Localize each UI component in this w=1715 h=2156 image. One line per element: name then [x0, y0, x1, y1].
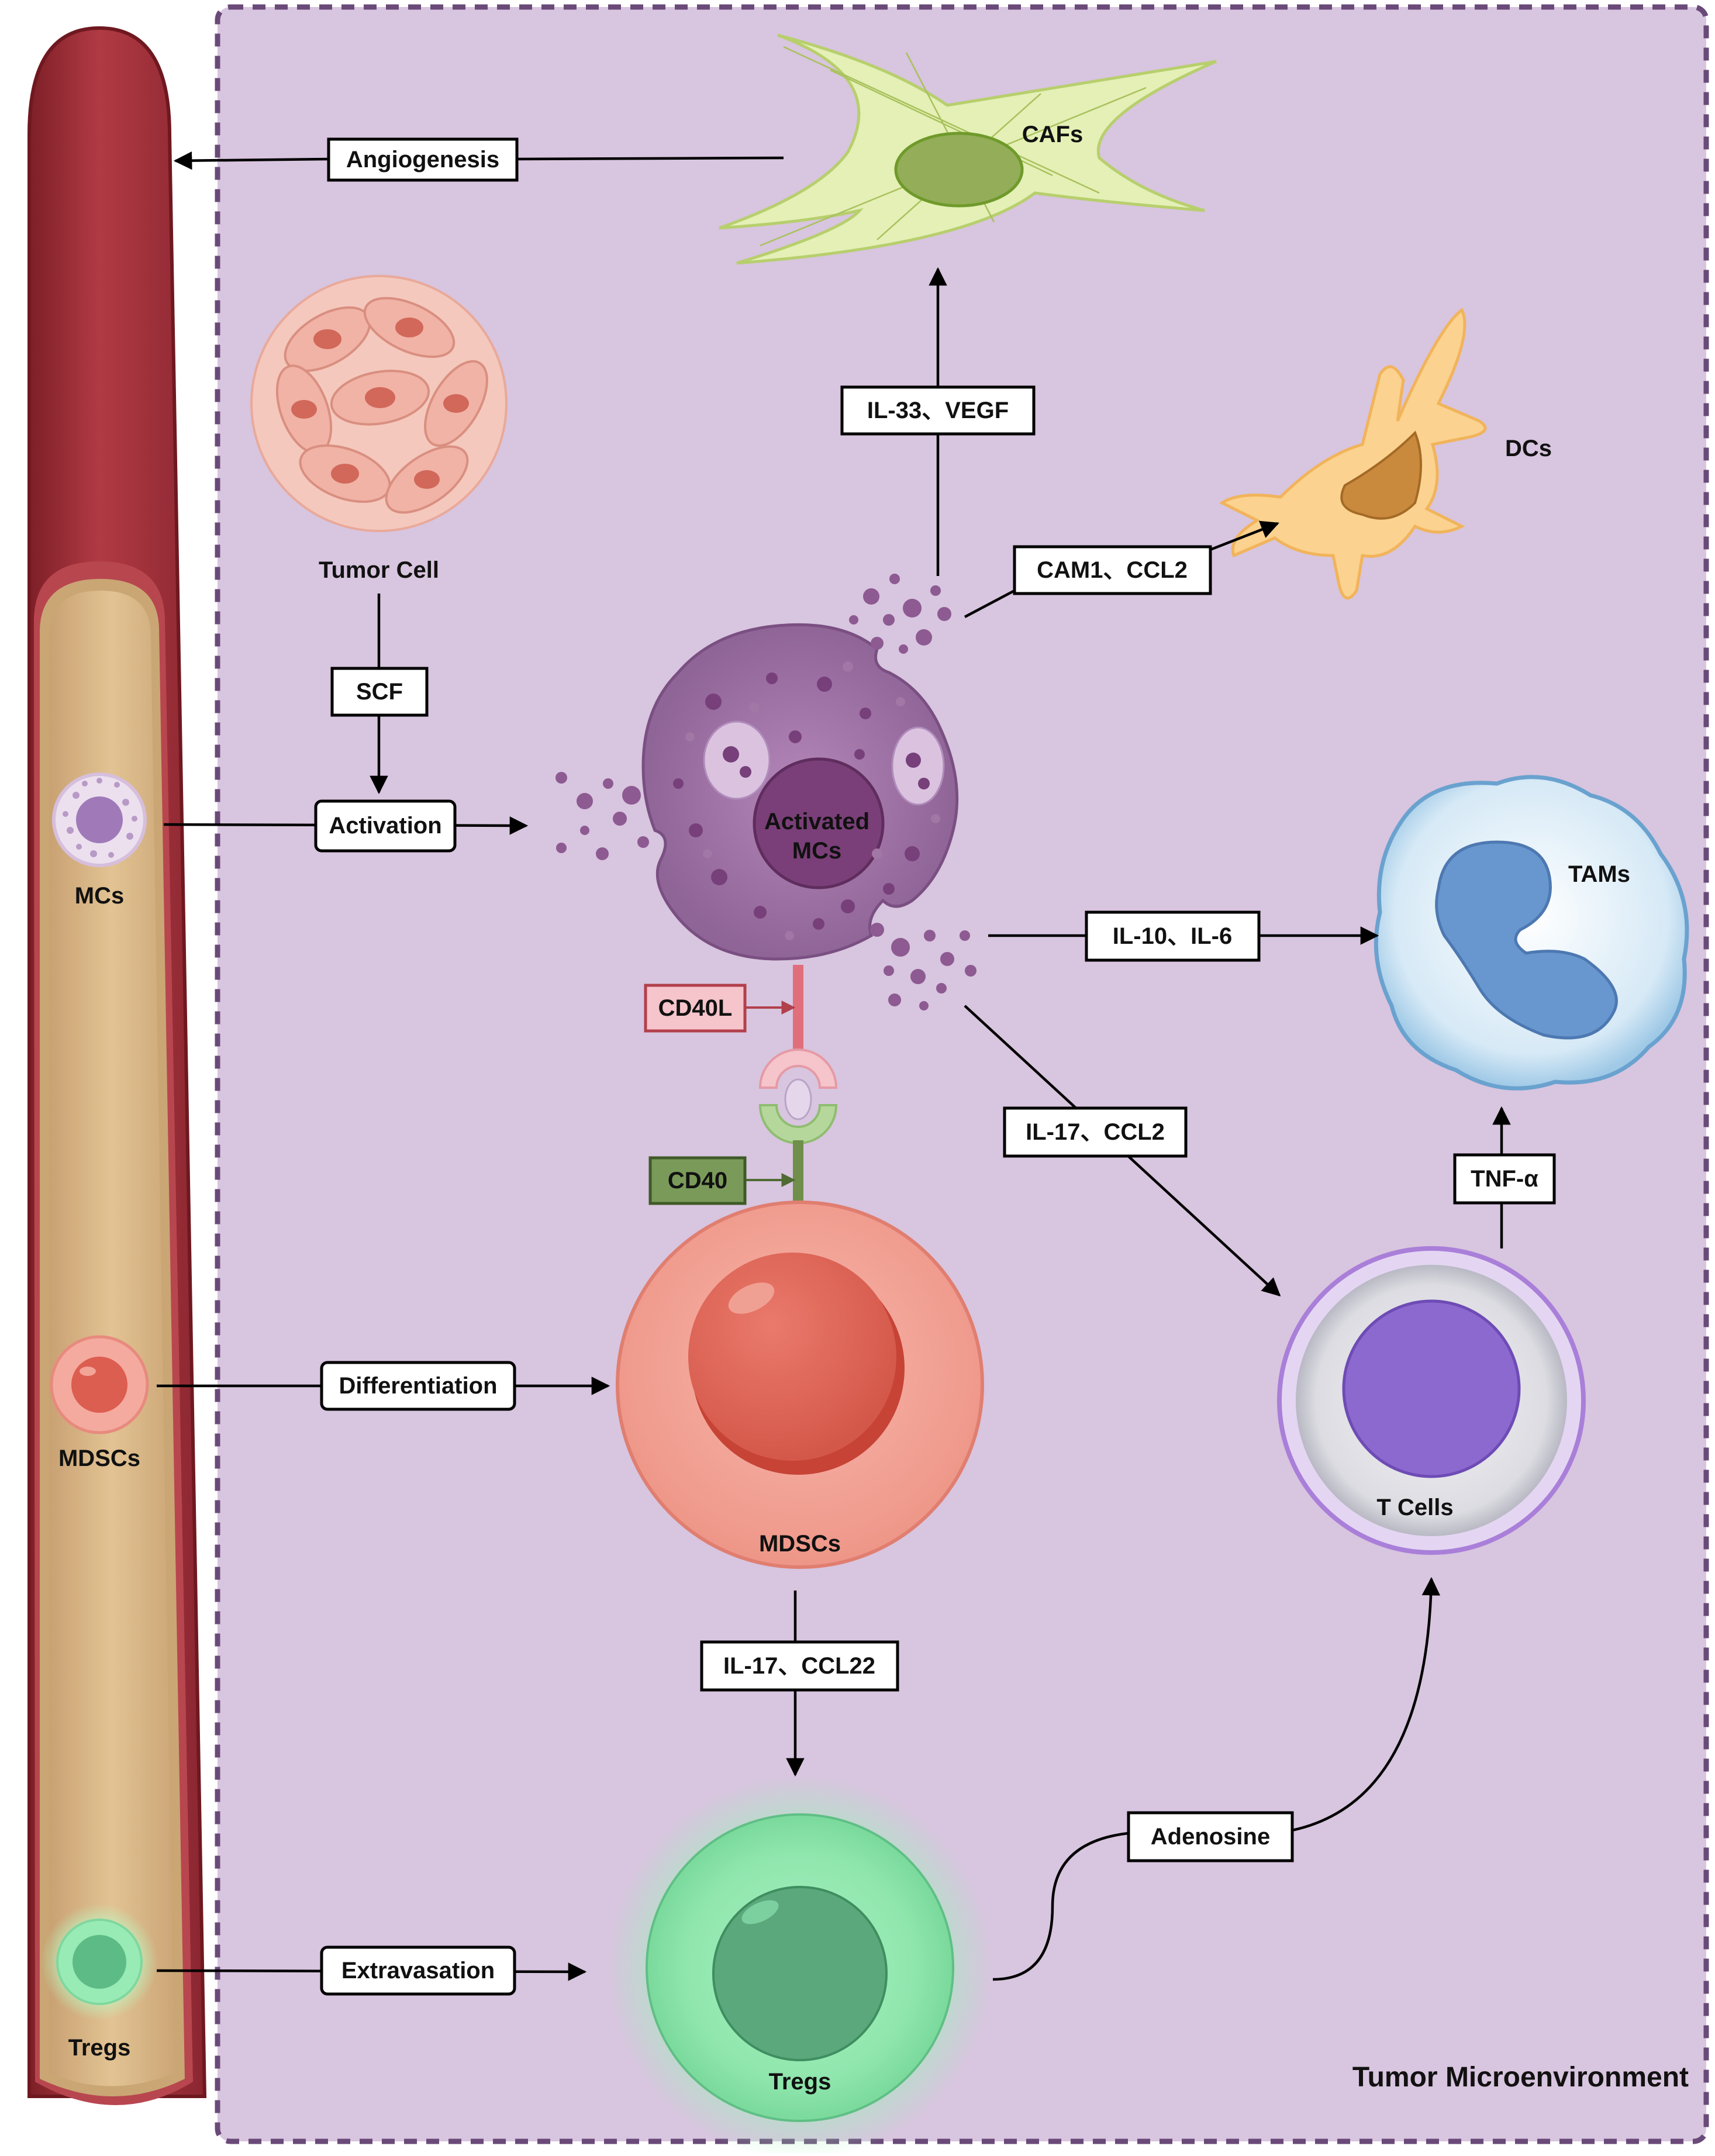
tumor-cell-label: Tumor Cell [319, 557, 439, 583]
svg-text:SCF: SCF [356, 679, 403, 705]
tumor-cell-cluster [250, 275, 508, 532]
svg-text:Differentiation: Differentiation [339, 1373, 497, 1399]
svg-text:IL-17、CCL2: IL-17、CCL2 [1026, 1119, 1165, 1145]
label-cd40l: CD40L [644, 984, 747, 1033]
svg-text:CD40L: CD40L [658, 995, 733, 1021]
granules-right [870, 923, 976, 1010]
vessel-mdsc-cell [50, 1335, 149, 1434]
label-il17-ccl2: IL-17、CCL2 [1003, 1106, 1188, 1158]
t-cell [1277, 1246, 1586, 1555]
svg-text:IL-10、IL-6: IL-10、IL-6 [1113, 923, 1232, 949]
mdsc-label: MDSCs [759, 1531, 841, 1557]
svg-text:Adenosine: Adenosine [1151, 1824, 1270, 1850]
svg-text:TNF-α: TNF-α [1471, 1166, 1538, 1192]
svg-text:CD40: CD40 [668, 1168, 727, 1193]
svg-text:Extravasation: Extravasation [341, 1958, 495, 1983]
arrow-adenosine [992, 1577, 1441, 1981]
tam-label: TAMs [1568, 861, 1630, 887]
vessel-mc-cell [52, 772, 147, 867]
label-tnf-alpha: TNF-α [1453, 1153, 1556, 1205]
treg-label: Tregs [769, 2069, 831, 2095]
tme-label: Tumor Microenvironment [1352, 2062, 1689, 2093]
granules-left [555, 772, 649, 860]
svg-text:CAM1、CCL2: CAM1、CCL2 [1037, 557, 1188, 583]
vessel-mc-label: MCs [75, 883, 124, 909]
label-il17-ccl22: IL-17、CCL22 [700, 1640, 899, 1692]
label-cam1-ccl2: CAM1、CCL2 [1013, 545, 1212, 595]
vessel-treg-label: Tregs [68, 2035, 131, 2061]
vessel-treg-cell [41, 1903, 158, 2020]
vessel-mdsc-label: MDSCs [58, 1446, 140, 1471]
caf-label: CAFs [1022, 122, 1083, 147]
tam-cell [1374, 775, 1689, 1091]
label-cd40: CD40 [648, 1156, 747, 1205]
label-scf: SCF [330, 667, 429, 717]
label-il10-il6: IL-10、IL-6 [1085, 910, 1261, 962]
cd40l-cd40-receptor [758, 965, 838, 1213]
label-activation: Activation [314, 799, 457, 853]
activated-mc-label-line1: Activated [764, 809, 869, 834]
svg-text:Angiogenesis: Angiogenesis [346, 147, 499, 173]
arrow-angiogenesis-left [173, 151, 329, 170]
activated-mc-label-line2: MCs [792, 838, 841, 864]
label-adenosine: Adenosine [1127, 1811, 1294, 1862]
dendritic-cell-label: DCs [1505, 436, 1552, 461]
label-angiogenesis: Angiogenesis [327, 137, 519, 182]
dendritic-cell [1219, 308, 1487, 600]
mdsc-cell [616, 1201, 984, 1569]
activated-mast-cell [641, 623, 959, 961]
label-differentiation: Differentiation [320, 1361, 516, 1411]
label-extravasation: Extravasation [320, 1945, 516, 1996]
svg-text:Activation: Activation [329, 813, 441, 839]
arrow-angiogenesis-right [516, 156, 784, 161]
treg-cell [607, 1775, 993, 2156]
t-cell-label: T Cells [1376, 1495, 1453, 1520]
blood-vessel [27, 26, 207, 2105]
label-il33-vegf: IL-33、VEGF [840, 385, 1036, 436]
caf-cell [719, 33, 1217, 265]
svg-text:IL-33、VEGF: IL-33、VEGF [867, 398, 1009, 423]
granules-top [849, 574, 951, 654]
svg-text:IL-17、CCL22: IL-17、CCL22 [723, 1653, 875, 1679]
